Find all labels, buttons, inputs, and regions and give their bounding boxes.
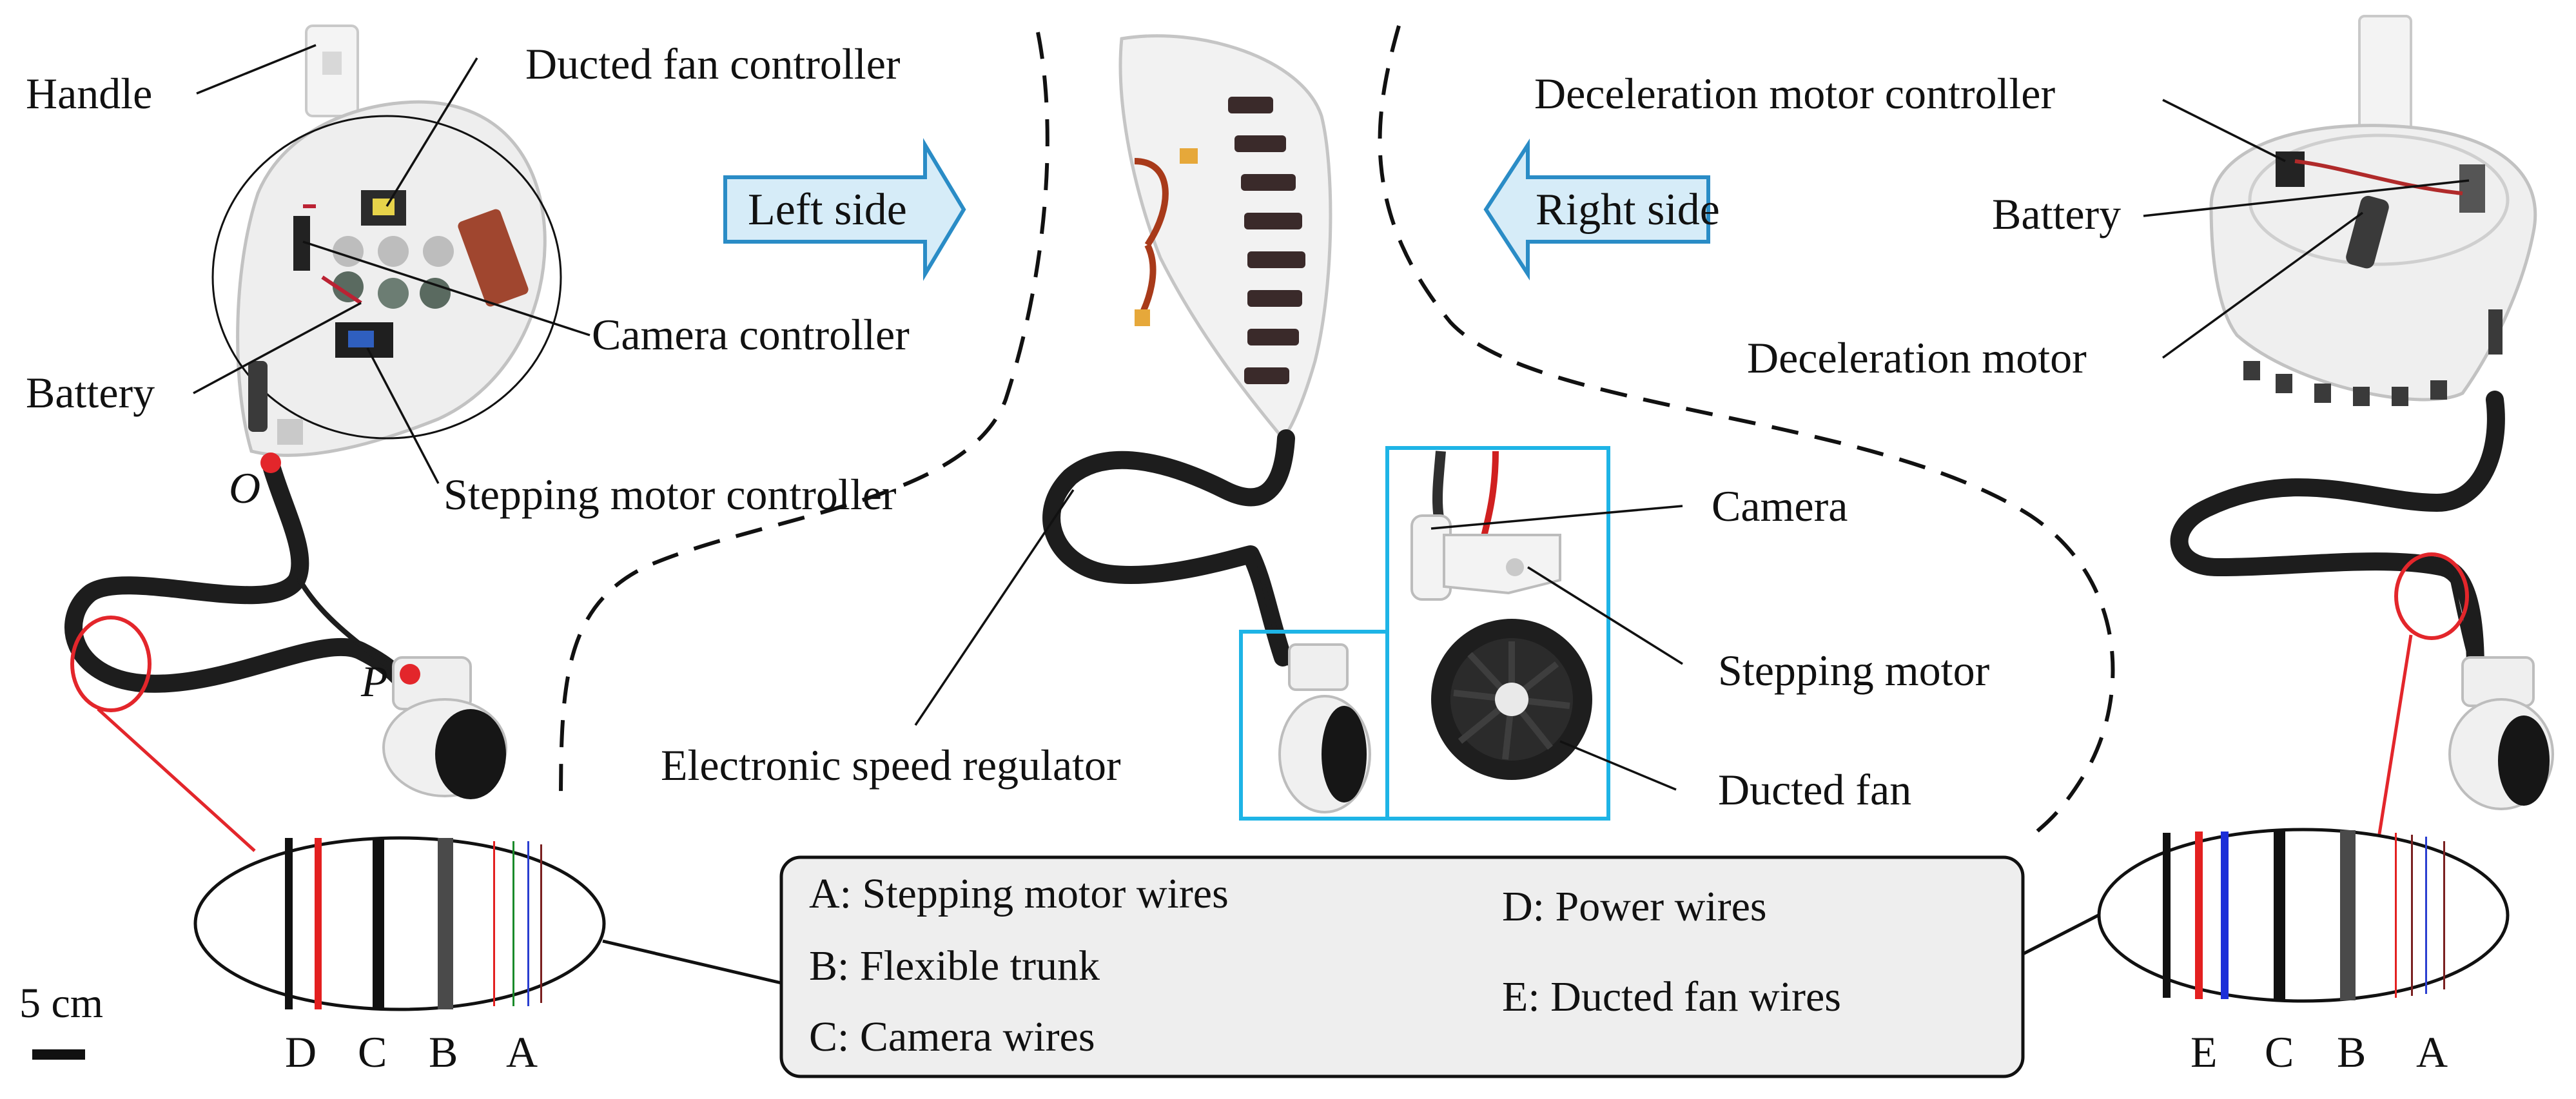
camera-label: Camera xyxy=(1712,481,1848,530)
right-end-effector xyxy=(2448,656,2554,810)
left-device-photo xyxy=(64,24,562,799)
left-side-arrow-shape xyxy=(723,138,966,281)
legend-item-a: A: Stepping motor wires xyxy=(809,870,1229,917)
stepping-motor-label: Stepping motor xyxy=(1718,646,1990,695)
wire-fan-red xyxy=(2195,832,2203,999)
right-letter-b: B xyxy=(2337,1027,2366,1076)
wire-stepping-dark xyxy=(540,844,542,1003)
battery-label-left: Battery xyxy=(26,368,155,417)
right-side-arrow: Right side xyxy=(1483,138,1720,281)
right-letter-c: C xyxy=(2265,1027,2294,1076)
wire-power-black xyxy=(285,838,293,1009)
legend-item-b: B: Flexible trunk xyxy=(809,942,1100,989)
left-cross-section: D C B A xyxy=(193,836,606,1076)
scale-bar: 5 cm xyxy=(19,980,103,1060)
wire-stepping-blue-right xyxy=(2425,837,2427,994)
electronic-speed-regulator-label: Electronic speed regulator xyxy=(661,741,1121,790)
legend-connector-right xyxy=(2022,913,2100,956)
right-letter-e: E xyxy=(2191,1027,2218,1076)
point-p-label: P xyxy=(360,657,388,706)
wire-fan-blue xyxy=(2221,832,2229,999)
wire-fan-black xyxy=(2163,833,2171,998)
wire-stepping-dark-right xyxy=(2411,835,2413,996)
deceleration-motor-controller-leader xyxy=(2162,99,2286,162)
ducted-fan-label: Ducted fan xyxy=(1718,765,1911,814)
wire-stepping-green xyxy=(512,841,514,1006)
inset-zoom-content xyxy=(1410,451,1592,780)
left-side-arrow-label: Left side xyxy=(748,185,907,235)
scale-bar-label: 5 cm xyxy=(19,980,103,1027)
middle-device-vents xyxy=(1228,97,1305,384)
left-callout-line xyxy=(97,708,256,852)
camera-controller-leader xyxy=(302,240,590,336)
right-device-photo xyxy=(2170,15,2554,810)
ducted-fan-leader xyxy=(1559,740,1677,791)
deceleration-motor-controller-label: Deceleration motor controller xyxy=(1534,69,2055,118)
left-letter-c: C xyxy=(358,1027,387,1076)
wire-stepping-red xyxy=(493,841,495,1006)
esc-leader xyxy=(914,489,1075,726)
middle-end-effector xyxy=(1278,643,1371,813)
legend-item-d: D: Power wires xyxy=(1502,883,1767,930)
ducted-fan-controller-leader xyxy=(385,57,478,207)
left-letter-a: A xyxy=(506,1027,538,1076)
deceleration-motor-label: Deceleration motor xyxy=(1747,333,2087,382)
right-highlight-circle xyxy=(2394,552,2469,640)
dashed-separator-right xyxy=(1378,25,2115,833)
ducted-fan-controller-label: Ducted fan controller xyxy=(525,39,901,88)
deceleration-motor-leader xyxy=(2161,211,2364,359)
middle-device-photo xyxy=(1042,34,1610,821)
wire-trunk-right xyxy=(2340,830,2356,1000)
right-side-arrow-label: Right side xyxy=(1536,185,1720,235)
legend-connector-left xyxy=(602,939,782,985)
right-side-arrow-shape xyxy=(1483,138,1710,281)
stepping-motor-controller-label: Stepping motor controller xyxy=(444,470,897,519)
point-o-marker xyxy=(260,452,281,473)
handle-leader xyxy=(196,44,317,95)
dashed-separator-left xyxy=(559,32,1049,800)
stepping-motor-leader xyxy=(1527,566,1683,665)
left-side-arrow: Left side xyxy=(723,138,966,281)
point-p-marker xyxy=(400,664,420,685)
right-trunk-cable xyxy=(2170,391,2505,679)
legend-box-frame xyxy=(779,855,2025,1078)
wire-stepping-red-right xyxy=(2395,833,2397,998)
scale-bar-line xyxy=(32,1049,85,1060)
deceleration-motor-part xyxy=(2346,195,2389,269)
stepping-motor-controller-leader xyxy=(366,347,440,484)
wire-stepping-brown-right xyxy=(2443,841,2445,989)
battery-part-right xyxy=(2459,164,2485,213)
wire-power-red xyxy=(315,838,322,1009)
wire-camera-right xyxy=(2274,830,2285,1000)
left-device-inner-ring xyxy=(211,115,562,440)
battery-leader xyxy=(193,302,362,394)
legend-box: A: Stepping motor wires B: Flexible trun… xyxy=(779,855,2025,1078)
left-letter-d: D xyxy=(285,1027,317,1076)
camera-leader xyxy=(1430,505,1683,530)
battery-label-right: Battery xyxy=(1992,190,2121,238)
right-cross-section-wires xyxy=(2163,830,2445,1000)
left-cross-section-outline xyxy=(193,836,606,1011)
battery-leader-right xyxy=(2143,179,2470,217)
point-o-label: O xyxy=(229,463,260,512)
legend-item-e: E: Ducted fan wires xyxy=(1502,973,1841,1020)
left-trunk-cable xyxy=(64,455,422,718)
wire-stepping-blue xyxy=(527,841,529,1006)
wire-trunk xyxy=(438,838,453,1009)
middle-trunk-cable xyxy=(1042,429,1295,666)
camera-controller-label: Camera controller xyxy=(592,310,910,359)
left-cross-section-wires xyxy=(285,838,542,1009)
left-highlight-circle xyxy=(70,616,151,712)
right-callout-line xyxy=(2377,634,2413,839)
legend-item-c: C: Camera wires xyxy=(809,1013,1095,1060)
handle-label: Handle xyxy=(26,69,152,118)
right-letter-a: A xyxy=(2416,1027,2448,1076)
deceleration-motor-controller-part xyxy=(2276,151,2305,187)
left-end-effector xyxy=(382,656,507,799)
left-letter-b: B xyxy=(429,1027,458,1076)
right-cross-section-outline xyxy=(2097,828,2510,1003)
wire-camera xyxy=(373,838,384,1009)
right-cross-section: E C B A xyxy=(2097,828,2510,1076)
